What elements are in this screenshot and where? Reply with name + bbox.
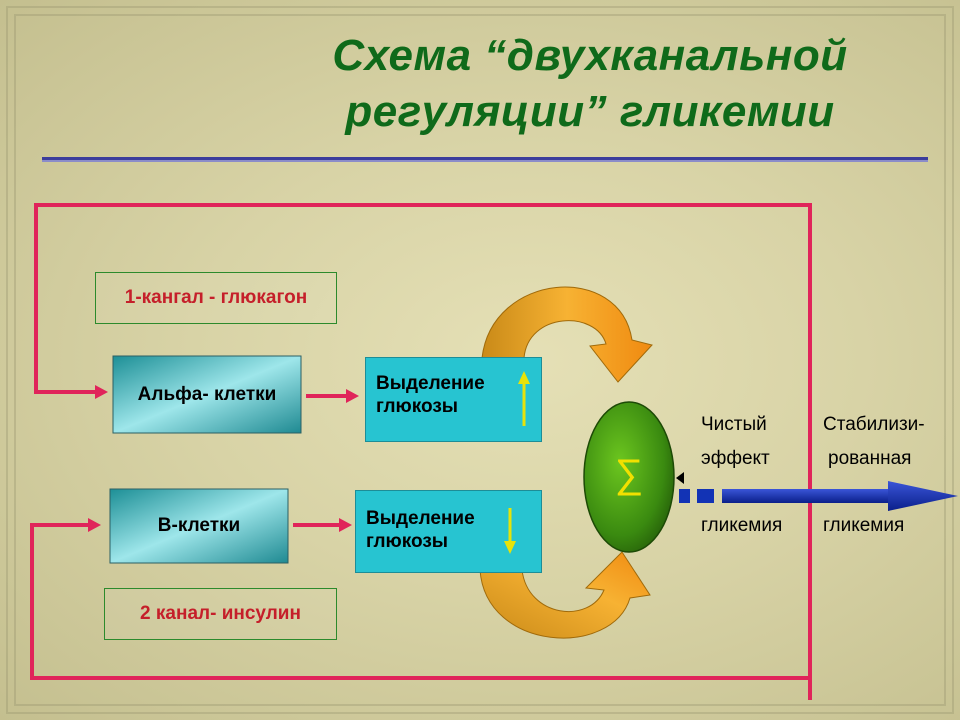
sum-ellipse xyxy=(583,401,675,553)
stabilized-line3: гликемия xyxy=(823,515,905,536)
glucose-release-bottom-line2: глюкозы xyxy=(366,531,449,552)
alpha-cells-box xyxy=(112,355,302,434)
curved-arrow-bottom xyxy=(479,551,651,639)
channel-1-text: 1-кангал - глюкагон xyxy=(124,287,308,308)
channel-2-text: 2 канал- инсулин xyxy=(140,603,301,624)
glucose-release-top-line1: Выделение xyxy=(376,373,485,394)
sigma-symbol: ∑ xyxy=(614,452,644,496)
output-arrow xyxy=(679,481,958,511)
decorative-frame xyxy=(6,6,954,714)
slide-title: Схема “двухканальной регуляции” гликемии xyxy=(270,28,910,140)
title-underline xyxy=(42,157,928,160)
glucose-release-top-line2: глюкозы xyxy=(376,396,459,417)
decorative-frame-inner xyxy=(14,14,946,706)
title-line-2: регуляции” гликемии xyxy=(345,87,835,136)
glucose-release-bottom: Выделение глюкозы xyxy=(355,490,542,573)
pointer-arrowhead xyxy=(676,472,684,484)
glucose-release-top: Выделение глюкозы xyxy=(365,357,542,442)
arrow-alpha-to-glucose xyxy=(306,389,359,403)
channel-1-label: 1-кангал - глюкагон xyxy=(95,272,337,324)
curved-arrow-top xyxy=(481,286,653,383)
arrow-b-to-glucose xyxy=(293,518,352,532)
feedback-loop-top xyxy=(34,203,812,700)
alpha-cells-label: Альфа- клетки xyxy=(137,383,277,405)
b-cells-box xyxy=(109,488,289,564)
glucose-release-bottom-line1: Выделение xyxy=(366,508,475,529)
feedback-loop-bottom xyxy=(30,518,812,700)
stabilized-line2: рованная xyxy=(828,448,912,469)
channel-2-label: 2 канал- инсулин xyxy=(104,588,337,640)
net-effect-line2: эффект xyxy=(701,448,770,469)
net-effect-line3: гликемия xyxy=(701,515,783,536)
b-cells-label: В-клетки xyxy=(157,515,241,536)
net-effect-line1: Чистый xyxy=(701,414,767,435)
stabilized-line1: Стабилизи- xyxy=(823,414,925,435)
title-line-1: Схема “двухканальной xyxy=(332,31,848,80)
